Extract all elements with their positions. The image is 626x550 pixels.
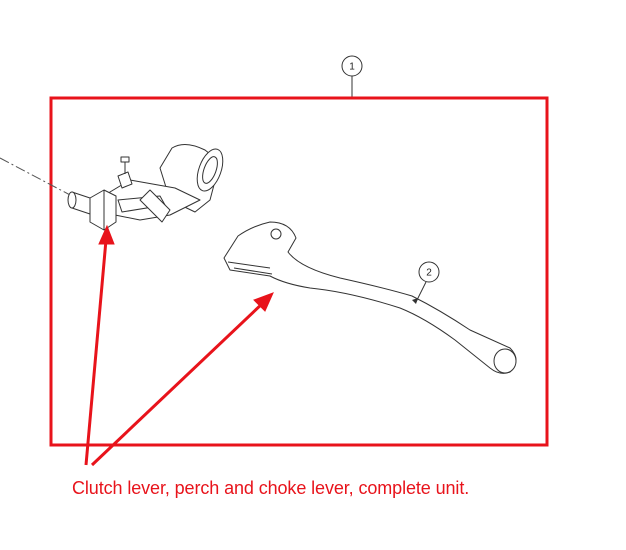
callout-2-label: 2 bbox=[426, 268, 432, 279]
arrow-to-perch bbox=[84, 239, 108, 466]
caption: Clutch lever, perch and choke lever, com… bbox=[72, 478, 470, 498]
callout-1-label: 1 bbox=[349, 62, 355, 73]
perch-assembly bbox=[67, 144, 224, 231]
arrow-to-lever-head bbox=[253, 292, 274, 312]
callout-2: 2 bbox=[412, 261, 440, 304]
callout-1: 1 bbox=[341, 55, 363, 98]
clutch-lever bbox=[223, 221, 517, 374]
cable-line bbox=[0, 157, 73, 197]
highlight-frame bbox=[49, 96, 549, 447]
arrow-to-perch-head bbox=[98, 224, 115, 245]
pointer-arrows bbox=[84, 224, 274, 467]
arrow-to-lever bbox=[90, 300, 266, 467]
